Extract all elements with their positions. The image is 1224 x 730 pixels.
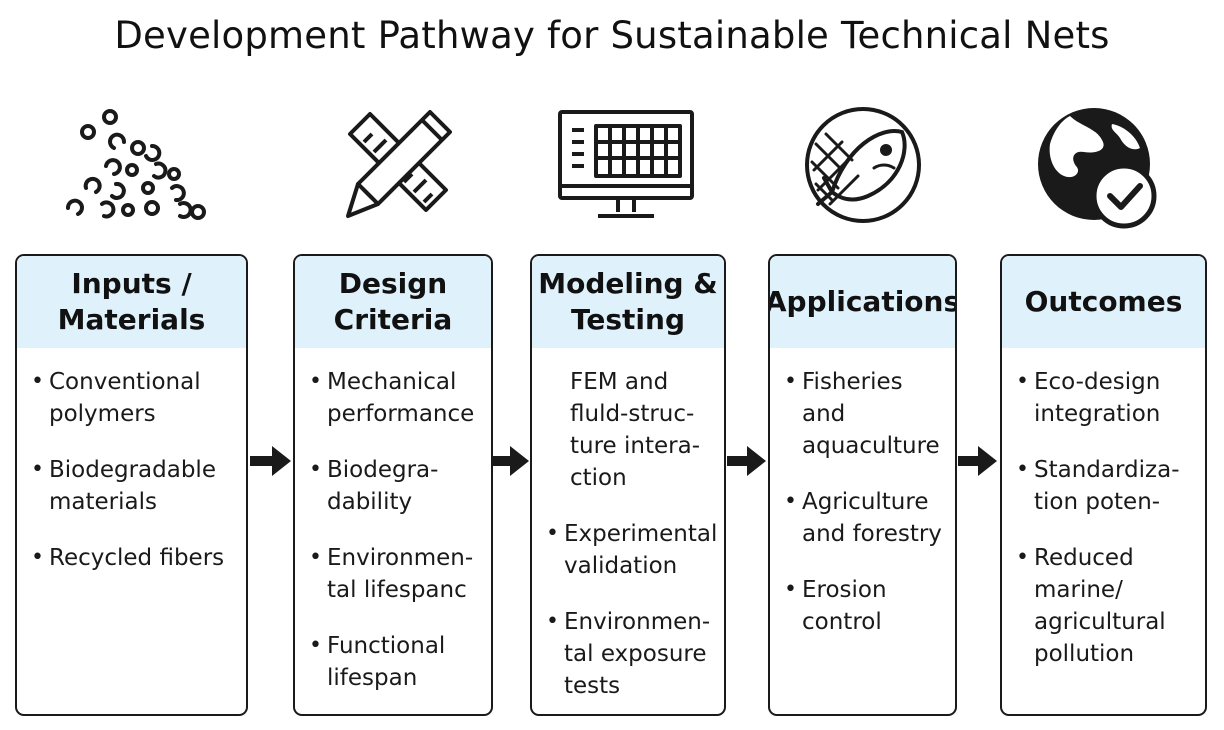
- list-item: Environmen- tal lifespanc: [307, 542, 481, 606]
- list-item-line: Reduced: [1034, 545, 1134, 571]
- arrow-right-icon: [250, 444, 292, 478]
- list-item-line: tal exposure: [564, 641, 707, 667]
- list-item-line: ction: [570, 465, 627, 491]
- stage-header-line: Design: [338, 267, 448, 300]
- stage-header-line: Testing: [570, 303, 685, 336]
- list-item-line: tal lifespanc: [327, 577, 467, 603]
- list-item-line: materials: [49, 489, 157, 515]
- list-item-line: and: [802, 401, 846, 427]
- list-item-line: FEM and: [570, 369, 669, 395]
- globe-check-icon: [1036, 106, 1166, 230]
- list-item-line: Environmen-: [327, 545, 474, 571]
- list-item-line: polymers: [49, 401, 156, 427]
- list-item: Reduced marine/ agricultural pollution: [1014, 542, 1195, 670]
- stage-applications: Applications Fisheries and aquaculture A…: [768, 254, 957, 716]
- stage-header-line: Modeling &: [538, 267, 718, 300]
- list-item: Agriculture and forestry: [782, 486, 945, 550]
- list-item-line: Environmen-: [564, 609, 711, 635]
- list-item: Mechanical performance: [307, 366, 481, 430]
- list-item: Eco-design integration: [1014, 366, 1195, 430]
- list-item: Erosion control: [782, 574, 945, 638]
- diagram-title: Development Pathway for Sustainable Tech…: [114, 14, 1110, 57]
- list-item-line: Fisheries: [802, 369, 903, 395]
- stage-header: Modeling & Testing: [532, 256, 724, 348]
- stage-design-criteria: Design Criteria Mechanical performance B…: [293, 254, 493, 716]
- list-item-line: performance: [327, 401, 475, 427]
- list-item: Biodegradable materials: [29, 454, 236, 518]
- stage-header: Applications: [770, 256, 955, 348]
- stage-body: Fisheries and aquaculture Agriculture an…: [770, 348, 955, 638]
- stage-header: Design Criteria: [295, 256, 491, 348]
- list-item-line: tion poten-: [1034, 489, 1161, 515]
- list-item-line: ture intera-: [570, 433, 700, 459]
- list-item-line: agricultural: [1034, 609, 1166, 635]
- stage-header-line: Criteria: [333, 303, 453, 336]
- list-item-line: aquaculture: [802, 433, 940, 459]
- list-item-line: Biodegradable: [49, 457, 216, 483]
- list-item-line: marine/: [1034, 577, 1123, 603]
- list-item-line: validation: [564, 553, 678, 579]
- stage-outcomes: Outcomes Eco-design integration Standard…: [1000, 254, 1207, 716]
- stage-body: Conventional polymers Biodegradable mate…: [17, 348, 246, 574]
- stage-modeling-testing: Modeling & Testing FEM and fluld-struc- …: [530, 254, 726, 716]
- arrow-right-icon: [958, 444, 998, 478]
- list-item-line: integration: [1034, 401, 1161, 427]
- list-item-line: Conventional: [49, 369, 201, 395]
- pencil-ruler-icon: [338, 104, 458, 224]
- stage-body: Eco-design integration Standardiza- tion…: [1002, 348, 1205, 670]
- list-item: Experimental validation: [544, 518, 718, 582]
- arrow-right-icon: [727, 444, 767, 478]
- list-item: Environmen- tal exposure tests: [544, 606, 714, 702]
- list-item-line: and forestry: [802, 521, 942, 547]
- list-item-line: fluld-struc-: [570, 401, 695, 427]
- monitor-grid-icon: [556, 108, 696, 224]
- stage-header-line: Inputs /: [71, 267, 192, 300]
- stage-body: Mechanical performance Biodegra- dabilit…: [295, 348, 491, 694]
- list-item-line: Eco-design: [1034, 369, 1161, 395]
- list-item-line: tests: [564, 673, 621, 699]
- list-item-line: Erosion: [802, 577, 887, 603]
- list-item-line: pollution: [1034, 641, 1135, 667]
- list-item-line: dability: [327, 489, 413, 515]
- list-item: Recycled fibers: [29, 542, 236, 574]
- stage-header-line: Applications: [768, 285, 957, 318]
- stage-header-line: Materials: [57, 303, 206, 336]
- list-item-line: lifespan: [327, 665, 418, 691]
- list-item-line: Experimental: [564, 521, 718, 547]
- fish-net-icon: [802, 104, 924, 226]
- list-item-line: Mechanical: [327, 369, 457, 395]
- list-item: Standardiza- tion poten-: [1014, 454, 1195, 518]
- stage-header: Inputs / Materials: [17, 256, 246, 348]
- stage-inputs-materials: Inputs / Materials Conventional polymers…: [15, 254, 248, 716]
- list-item-line: Agriculture: [802, 489, 929, 515]
- list-item: Conventional polymers: [29, 366, 236, 430]
- list-item: Fisheries and aquaculture: [782, 366, 945, 462]
- stage-header: Outcomes: [1002, 256, 1205, 348]
- list-item: Functional lifespan: [307, 630, 481, 694]
- list-item-line: control: [802, 609, 882, 635]
- list-item-line: Recycled fibers: [49, 545, 225, 571]
- stage-header-line: Outcomes: [1024, 285, 1183, 318]
- list-item-line: Functional: [327, 633, 446, 659]
- list-item-line: Biodegra-: [327, 457, 439, 483]
- list-item: FEM and fluld-struc- ture intera- ction: [544, 366, 714, 494]
- list-item: Biodegra- dability: [307, 454, 481, 518]
- list-item-line: Standardiza-: [1034, 457, 1180, 483]
- material-granules-icon: [52, 104, 212, 228]
- arrow-right-icon: [492, 444, 530, 478]
- stage-body: FEM and fluld-struc- ture intera- ction …: [532, 348, 724, 702]
